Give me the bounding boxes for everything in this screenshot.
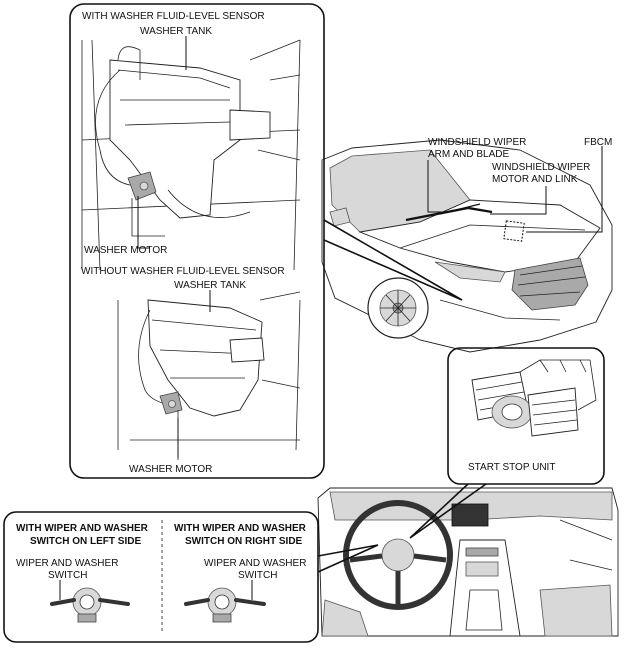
washer-tank-callout-box xyxy=(69,3,325,479)
label-washer-tank-top: WASHER TANK xyxy=(140,26,212,37)
vehicle-exterior-illustration xyxy=(321,139,613,353)
label-with-washer-sensor: WITH WASHER FLUID-LEVEL SENSOR xyxy=(82,11,265,22)
label-washer-motor-bottom: WASHER MOTOR xyxy=(129,464,212,475)
washer-tank-bottom-illustration xyxy=(117,291,301,460)
washer-tank-top-illustration xyxy=(81,39,301,271)
switch-callout-box xyxy=(3,511,319,643)
vehicle-interior-illustration xyxy=(317,487,619,637)
label-left-side-title-line2: SWITCH ON LEFT SIDE xyxy=(30,536,141,547)
label-fbcm: FBCM xyxy=(584,137,612,148)
start-stop-callout-pointer xyxy=(409,483,487,539)
label-left-side-title-line1: WITH WIPER AND WASHER xyxy=(16,523,149,534)
start-stop-unit-illustration xyxy=(471,359,597,437)
label-wiper-arm-line1: WINDSHIELD WIPER xyxy=(428,137,526,148)
label-right-side-title-line2: SWITCH ON RIGHT SIDE xyxy=(185,536,303,547)
label-washer-tank-bottom: WASHER TANK xyxy=(174,280,246,291)
label-right-switch-line1: WIPER AND WASHER xyxy=(204,558,306,569)
label-wiper-motor-line1: WINDSHIELD WIPER xyxy=(492,162,590,173)
label-right-side-title-line1: WITH WIPER AND WASHER xyxy=(174,523,307,534)
label-left-switch-line2: SWITCH xyxy=(48,570,87,581)
leader-lines xyxy=(59,36,603,600)
right-switch-illustration xyxy=(184,587,266,623)
switch-callout-pointer xyxy=(317,544,379,573)
start-stop-callout-box xyxy=(447,347,605,485)
label-right-switch-line2: SWITCH xyxy=(238,570,277,581)
label-wiper-motor-line2: MOTOR AND LINK xyxy=(492,174,578,185)
label-left-switch-line1: WIPER AND WASHER xyxy=(16,558,118,569)
label-washer-motor-top: WASHER MOTOR xyxy=(84,245,167,256)
label-without-washer-sensor: WITHOUT WASHER FLUID-LEVEL SENSOR xyxy=(81,266,285,277)
label-wiper-arm-line2: ARM AND BLADE xyxy=(428,149,509,160)
tank-callout-pointer xyxy=(323,219,463,301)
label-start-stop-unit: START STOP UNIT xyxy=(468,462,555,473)
left-switch-illustration xyxy=(50,587,130,623)
